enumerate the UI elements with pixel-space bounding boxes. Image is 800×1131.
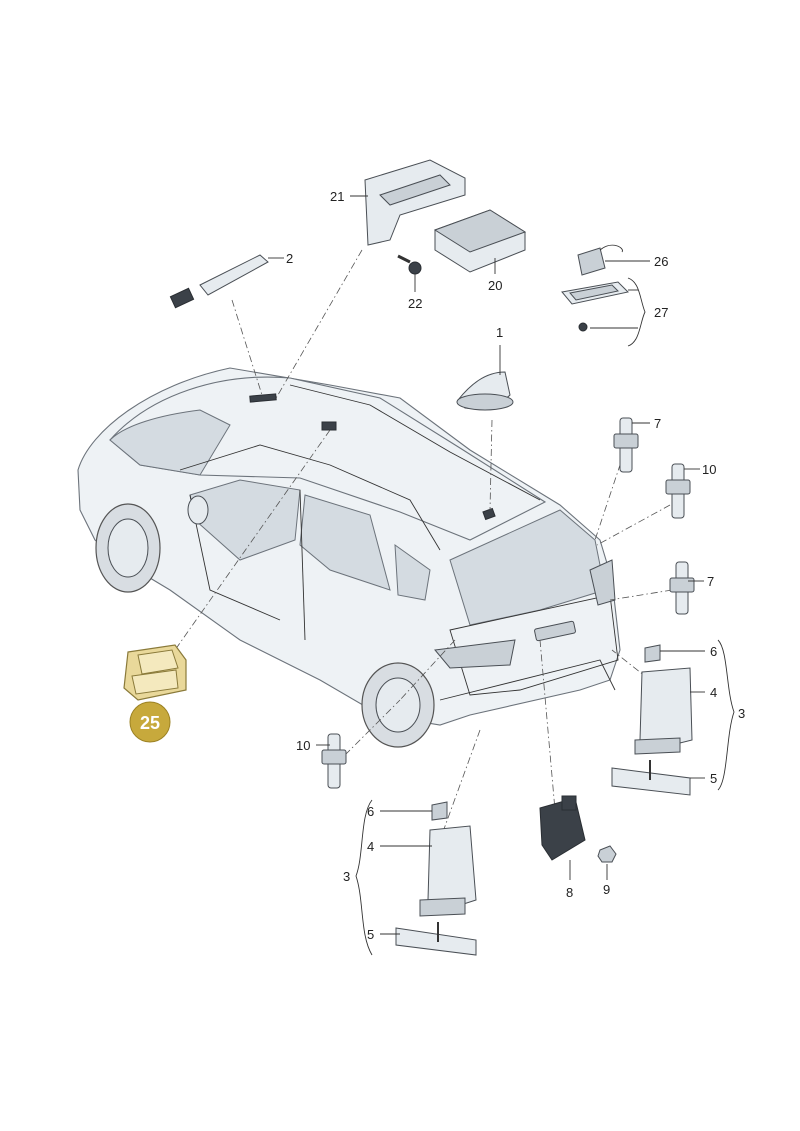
label-5-right: 5: [710, 771, 717, 786]
part-3-bracket-assembly-lower: [395, 801, 477, 956]
label-4-lower: 4: [367, 839, 374, 854]
part-7-sensor-upper: [613, 417, 639, 473]
part-27-light-unit: [561, 281, 630, 332]
part-10-sensor-right: [665, 463, 691, 519]
part-10-sensor-left: [321, 733, 347, 789]
label-8: 8: [566, 885, 573, 900]
label-22: 22: [408, 296, 422, 311]
label-7-lower: 7: [707, 574, 714, 589]
part-1-roof-antenna: [456, 371, 514, 411]
label-6-lower: 6: [367, 804, 374, 819]
part-3-bracket-assembly-right: [611, 644, 693, 796]
label-26: 26: [654, 254, 668, 269]
highlight-badge-number: 25: [140, 713, 160, 733]
part-21-bracket: [364, 159, 466, 246]
label-21: 21: [330, 189, 344, 204]
part-20-control-unit: [433, 209, 527, 273]
part-26-connector: [577, 244, 623, 276]
label-20: 20: [488, 278, 502, 293]
part-9-nut: [597, 845, 617, 863]
label-6-right: 6: [710, 644, 717, 659]
part-2-antenna-strip: [169, 254, 269, 309]
part-7-sensor-lower: [669, 561, 695, 615]
label-10-left: 10: [296, 738, 310, 753]
label-27: 27: [654, 305, 668, 320]
part-8-module: [539, 795, 586, 861]
callouts: 21 2 22 20 26 27 1 7 10 7 6 4: [268, 189, 745, 956]
label-3-lower: 3: [343, 869, 350, 884]
highlight-badge: 25: [129, 701, 171, 743]
label-2: 2: [286, 251, 293, 266]
label-1: 1: [496, 325, 503, 340]
label-5-lower: 5: [367, 927, 374, 942]
vehicle-illustration: [77, 367, 621, 748]
part-25-highlighted-module: [123, 644, 187, 701]
label-7-upper: 7: [654, 416, 661, 431]
label-9: 9: [603, 882, 610, 897]
label-10-right: 10: [702, 462, 716, 477]
label-3-right: 3: [738, 706, 745, 721]
part-22-screw: [397, 254, 422, 275]
label-4-right: 4: [710, 685, 717, 700]
